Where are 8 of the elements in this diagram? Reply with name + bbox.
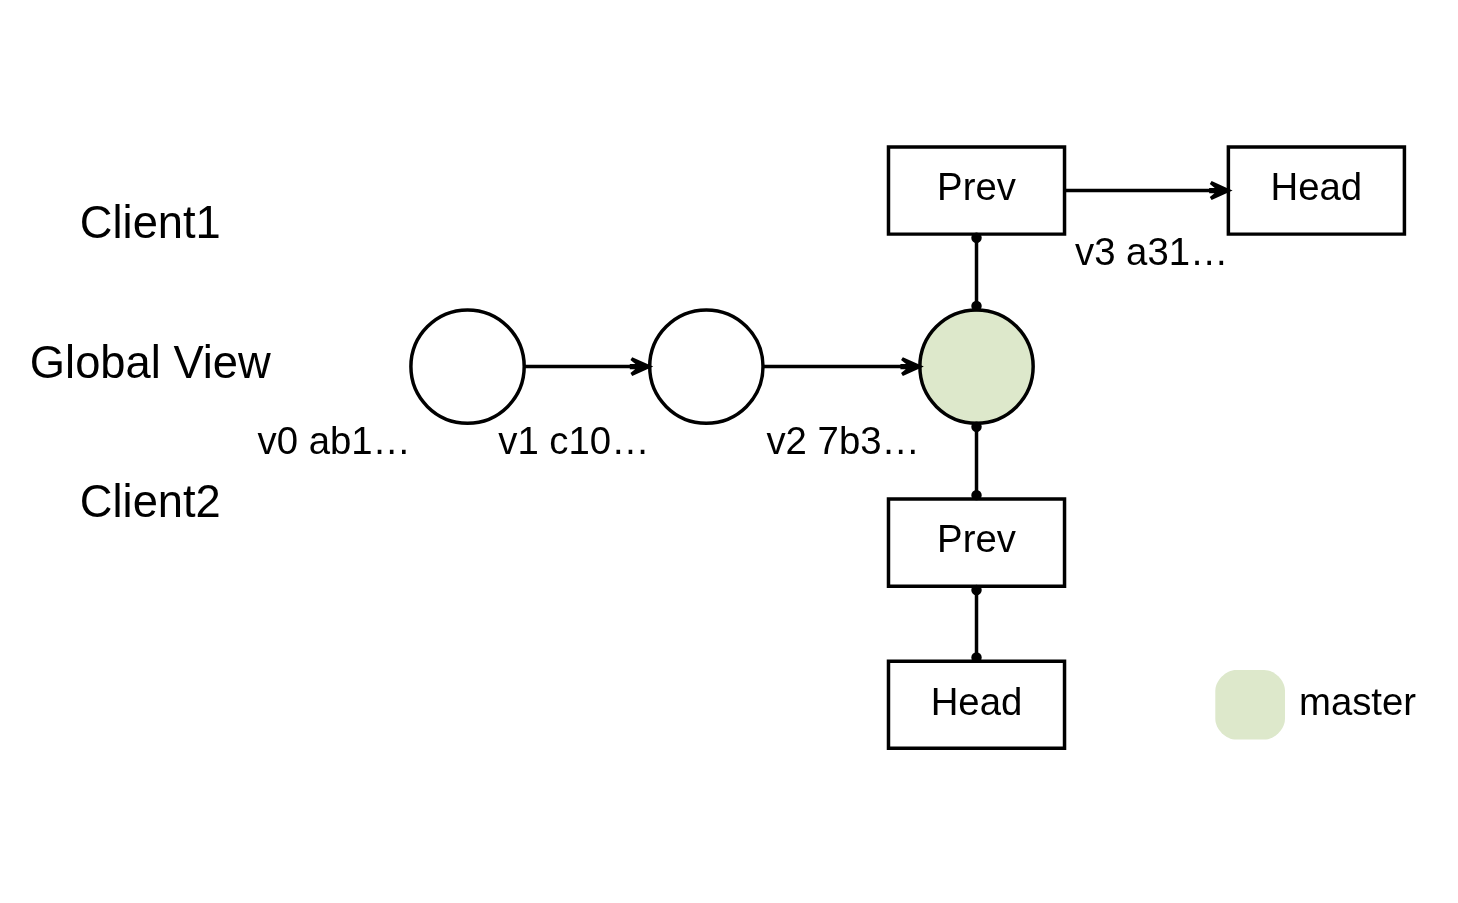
- node-label: v0 ab1…: [257, 418, 411, 462]
- node-label: v3 a31…: [1074, 229, 1229, 273]
- legend-label: master: [1298, 679, 1417, 722]
- label: Global View: [29, 336, 271, 388]
- label: Client1: [79, 196, 221, 248]
- node-label: v2 7b3…: [766, 418, 920, 462]
- label: Client2: [79, 475, 221, 527]
- node-label: v1 c10…: [498, 418, 650, 462]
